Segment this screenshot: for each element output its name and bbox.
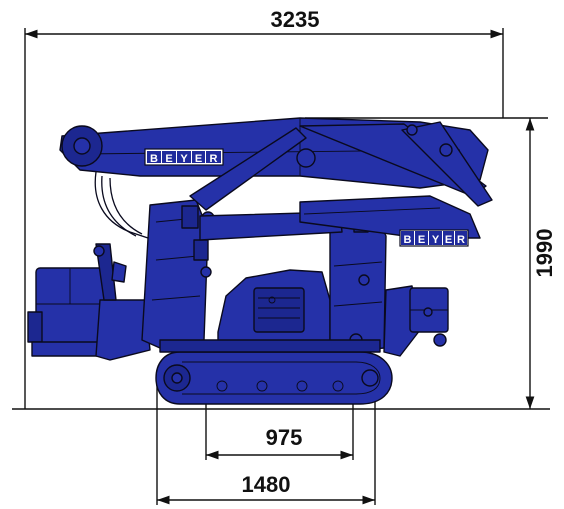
upper-boom bbox=[59, 117, 493, 239]
svg-text:B: B bbox=[404, 234, 412, 246]
length-dimension-label: 3235 bbox=[271, 7, 320, 32]
track-inner-dimension-label: 975 bbox=[266, 425, 303, 450]
svg-text:E: E bbox=[418, 234, 425, 246]
dimension-lines bbox=[12, 28, 550, 505]
svg-text:R: R bbox=[210, 153, 218, 165]
spider-crane-illustration: B E Y E R bbox=[27, 117, 493, 405]
engine-box bbox=[27, 267, 115, 357]
svg-text:E: E bbox=[165, 153, 172, 165]
svg-text:R: R bbox=[457, 234, 465, 246]
operator-housing bbox=[217, 269, 331, 349]
svg-text:E: E bbox=[445, 234, 452, 246]
track-outer-dimension-label: 1480 bbox=[242, 472, 291, 497]
svg-text:B: B bbox=[150, 153, 158, 165]
upper-logo-plate: B E Y E R bbox=[144, 148, 224, 166]
svg-text:Y: Y bbox=[432, 234, 440, 246]
lower-logo-letters: B E Y E R bbox=[401, 231, 467, 246]
right-outrigger bbox=[383, 285, 449, 357]
left-outrigger bbox=[93, 243, 151, 361]
crawler-track bbox=[155, 339, 393, 405]
svg-text:E: E bbox=[195, 153, 202, 165]
lower-logo-plate: B E Y E R bbox=[399, 229, 469, 247]
svg-text:Y: Y bbox=[180, 153, 188, 165]
middle-boom bbox=[199, 195, 481, 241]
height-dimension-label: 1990 bbox=[532, 229, 557, 278]
